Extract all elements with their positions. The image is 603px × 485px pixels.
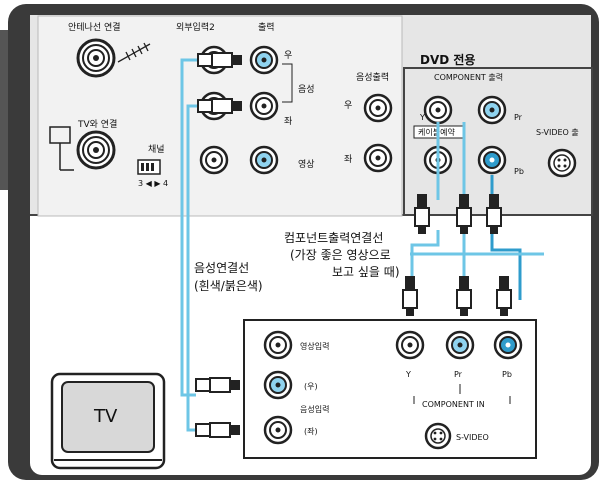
out-right-jack — [249, 45, 279, 75]
channel-label: 채널 — [148, 144, 165, 155]
audio-out-right-jack — [363, 93, 393, 123]
dvd-y-label: Y — [419, 113, 425, 122]
left-label: 좌 — [284, 116, 292, 127]
vcr-audio-r-plug — [197, 52, 243, 68]
tv-out-jack — [76, 130, 116, 170]
audio-out-left: 좌 — [344, 154, 352, 165]
tv-connect-label: TV와 연결 — [77, 118, 117, 130]
svideo-out-jack — [547, 148, 577, 178]
tv-screen-label: TV — [93, 406, 118, 427]
tv-audio-r-jack — [263, 370, 293, 400]
dvd-pr-label: Pr — [514, 113, 523, 122]
component-cables — [410, 122, 544, 300]
audio-out-left-jack — [363, 143, 393, 173]
audio-caption-1: 음성연결선 — [194, 261, 249, 275]
out-video-jack — [249, 145, 279, 175]
tv-small-icon — [49, 126, 74, 171]
right-label: 우 — [284, 50, 292, 61]
tv-audio-l-jack — [263, 415, 293, 445]
dvd-title: DVD 전용 — [420, 52, 475, 67]
dvd-pb-label: Pb — [514, 167, 524, 176]
tv-pr-jack — [445, 330, 475, 360]
tv-audio-in-label: 음성입력 — [300, 404, 329, 414]
audio-out-right: 우 — [344, 100, 352, 111]
output-label: 출력 — [258, 21, 275, 33]
vcr-audio-l-plug — [197, 98, 243, 114]
svideo-out-label: S-VIDEO 출 — [536, 127, 579, 137]
component-out-label: COMPONENT 출력 — [434, 72, 503, 82]
tv-pb-jack — [493, 330, 523, 360]
audio-out-label: 음성출력 — [356, 71, 389, 83]
tv-y-label: Y — [405, 370, 411, 379]
tv-left-label: (좌) — [304, 427, 318, 436]
tv-svideo-jack — [424, 422, 452, 450]
tv-svideo-label: S-VIDEO — [456, 433, 489, 442]
component-caption-1: 컴포넌트출력연결선 — [284, 231, 383, 245]
antenna-jack — [76, 38, 116, 78]
dvd-y-jack — [423, 95, 453, 125]
antenna-label: 안테나선 연결 — [68, 22, 121, 33]
audio-label: 음성 — [298, 84, 315, 95]
channel-switch — [137, 159, 161, 175]
tv-pb-label: Pb — [502, 370, 512, 379]
antenna-icon — [117, 42, 151, 63]
tv-y-jack — [395, 330, 425, 360]
tv-right-label: (우) — [304, 382, 318, 391]
component-caption-3: 보고 싶을 때) — [332, 265, 400, 279]
dvd-pr-jack — [477, 95, 507, 125]
tv-pr-label: Pr — [454, 370, 463, 379]
tv-video-in-jack — [263, 330, 293, 360]
tv-video-in-label: 영상입력 — [300, 341, 329, 351]
video-label: 영상 — [298, 159, 315, 170]
tv-audio-l-plug — [195, 422, 241, 438]
ext-in-video-jack — [199, 145, 229, 175]
tv-back-panel — [243, 319, 537, 459]
dvd-pb-jack — [477, 145, 507, 175]
tv-set — [50, 372, 166, 470]
ext-input-label: 외부입력2 — [176, 21, 215, 33]
dvd-section — [403, 67, 593, 216]
channel-range: 3 ◀ ▶ 4 — [138, 179, 168, 188]
tv-component-in-label: COMPONENT IN — [422, 400, 485, 409]
out-left-jack — [249, 91, 279, 121]
audio-caption-2: (흰색/붉은색) — [194, 279, 263, 293]
tv-audio-r-plug — [195, 377, 241, 393]
component-caption-2: (가장 좋은 영상으로 — [290, 248, 391, 262]
